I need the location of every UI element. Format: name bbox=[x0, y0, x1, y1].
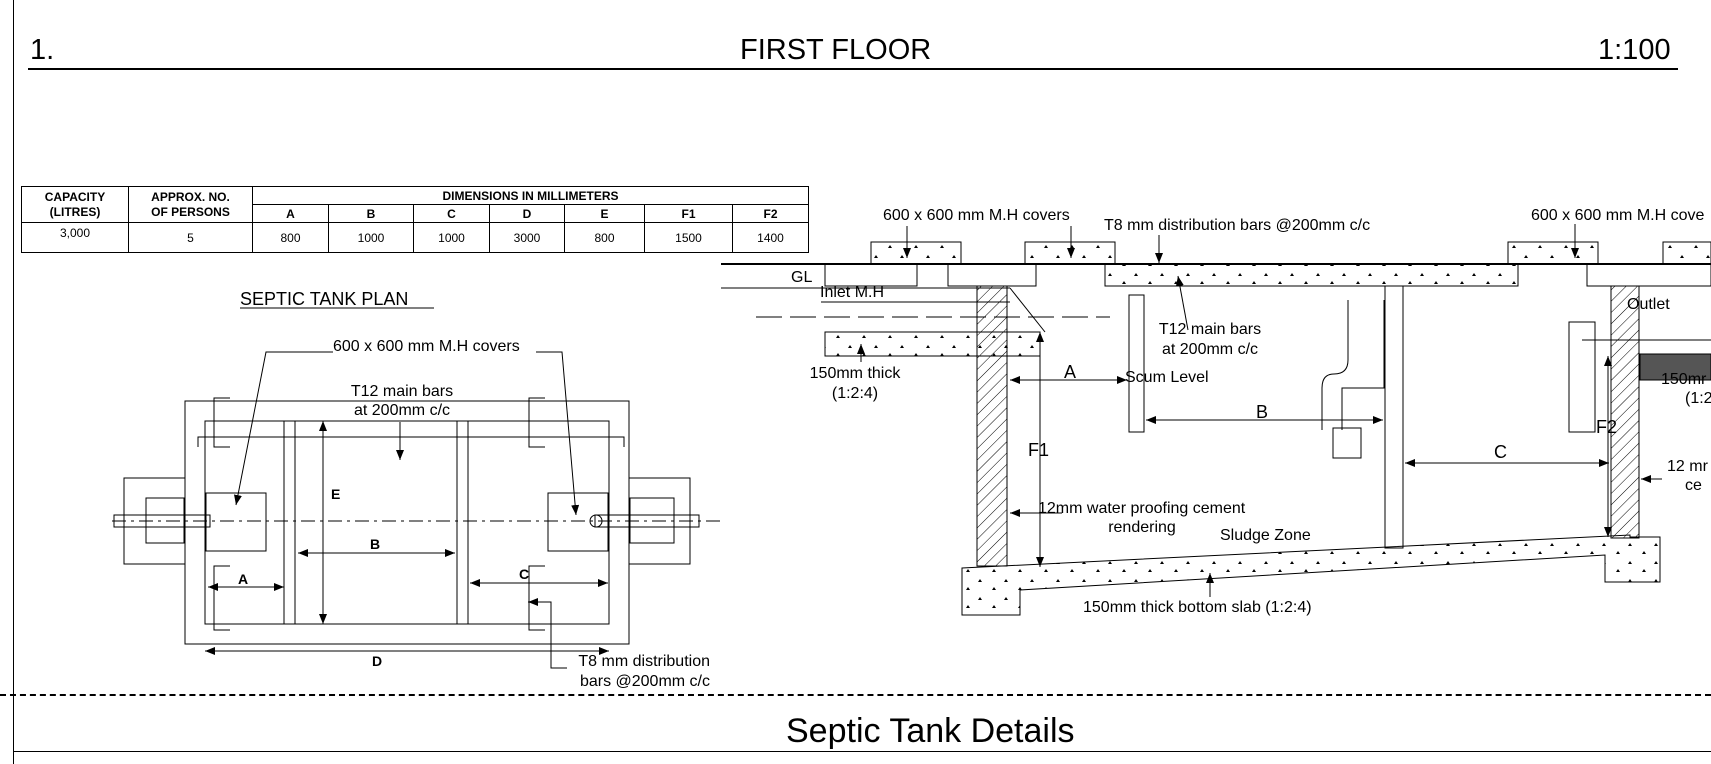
section-main-bars-line2: at 200mm c/c bbox=[1162, 341, 1258, 358]
dimensions-table: CAPACITY (LITRES) APPROX. NO. OF PERSONS… bbox=[21, 186, 809, 253]
col-f2-header: F2 bbox=[732, 204, 809, 223]
section-mh-covers-right: 600 x 600 mm M.H cove bbox=[1531, 207, 1705, 224]
drawing-scale: 1:100 bbox=[1598, 34, 1671, 66]
plan-label-d: D bbox=[372, 653, 382, 669]
section-dist-bars-label: T8 mm distribution bars @200mm c/c bbox=[1104, 217, 1370, 234]
section-top-slab bbox=[1104, 263, 1519, 287]
dimensions-header: DIMENSIONS IN MILLIMETERS bbox=[252, 186, 809, 205]
section-scum-label: Scum Level bbox=[1125, 369, 1209, 386]
section-divider bbox=[0, 694, 1711, 696]
frame-border bbox=[13, 0, 14, 764]
plan-title: SEPTIC TANK PLAN bbox=[240, 289, 408, 309]
section-bottom-slab-label: 150mm thick bottom slab (1:2:4) bbox=[1083, 599, 1312, 616]
persons-value: 5 bbox=[128, 222, 253, 253]
plan-label-b: B bbox=[370, 536, 380, 552]
value-c: 1000 bbox=[413, 222, 490, 253]
plan-dist-bars-line1: T8 mm distribution bbox=[578, 653, 710, 670]
plan-main-bar bbox=[197, 436, 625, 447]
septic-tank-plan: SEPTIC TANK PLAN bbox=[112, 289, 720, 669]
section-inlet-slab bbox=[824, 263, 918, 287]
plan-mh-leader-left bbox=[233, 351, 333, 506]
section-left-wall bbox=[976, 285, 1008, 567]
section-right-slab-line1: 150mr bbox=[1661, 371, 1707, 388]
section-outlet-slab bbox=[1586, 263, 1711, 287]
section-elbow-outlet bbox=[1332, 427, 1362, 459]
plan-label-a: A bbox=[238, 571, 248, 587]
section-label-f2: F2 bbox=[1596, 417, 1617, 437]
section-middle-wall bbox=[1384, 285, 1404, 549]
capacity-value: 3,000 bbox=[21, 222, 129, 253]
section-label-a: A bbox=[1064, 362, 1076, 382]
value-f2: 1400 bbox=[732, 222, 809, 253]
section-slab-thick-line2: (1:2:4) bbox=[832, 385, 878, 402]
section-mh-cover-2 bbox=[1024, 241, 1116, 265]
section-mh-cover-3 bbox=[1507, 241, 1599, 265]
section-slab-2 bbox=[947, 263, 1037, 287]
plan-inner-wall bbox=[204, 420, 610, 625]
section-gl-label: GL bbox=[791, 269, 812, 286]
section-outlet-label: Outlet bbox=[1627, 296, 1670, 313]
section-slab-thick-line1: 150mm thick bbox=[810, 365, 902, 382]
section-label-b: B bbox=[1256, 402, 1268, 422]
plan-mh-leader-right bbox=[536, 351, 580, 516]
section-label-c: C bbox=[1494, 442, 1507, 462]
plan-right-manhole bbox=[547, 492, 609, 552]
plan-dist-bars-line2: bars @200mm c/c bbox=[580, 673, 710, 690]
section-main-bars-leader bbox=[1175, 275, 1189, 331]
section-right-wall bbox=[1610, 285, 1640, 539]
sheet-title: Septic Tank Details bbox=[786, 712, 1075, 750]
plan-label-c: C bbox=[519, 566, 529, 582]
section-waterproof-line2: rendering bbox=[1108, 519, 1176, 536]
section-right-slab-line2: (1:2 bbox=[1685, 390, 1711, 407]
section-label-f1: F1 bbox=[1028, 440, 1049, 460]
septic-tank-section bbox=[721, 224, 1711, 616]
section-inlet-label: Inlet M.H bbox=[820, 284, 884, 301]
section-sludge-label: Sludge Zone bbox=[1220, 527, 1311, 544]
section-elbow-pipe bbox=[1321, 300, 1349, 430]
plan-main-bars-line2: at 200mm c/c bbox=[354, 402, 450, 419]
drawing-title: FIRST FLOOR bbox=[740, 34, 932, 66]
value-d: 3000 bbox=[489, 222, 565, 253]
drawing-number: 1. bbox=[30, 34, 55, 66]
plan-label-e: E bbox=[331, 486, 340, 502]
value-b: 1000 bbox=[328, 222, 414, 253]
section-outlet-tee bbox=[1568, 321, 1596, 433]
plan-dist-bars-leader bbox=[528, 598, 567, 669]
section-mh-cover-1 bbox=[870, 241, 962, 265]
header-underline bbox=[28, 68, 1678, 70]
value-f1: 1500 bbox=[644, 222, 733, 253]
value-e: 800 bbox=[564, 222, 645, 253]
section-main-bars-line1: T12 main bars bbox=[1159, 321, 1261, 338]
section-outlet-slab-fill bbox=[1639, 353, 1711, 381]
section-bottom-slab bbox=[961, 534, 1661, 616]
plan-main-bars-line1: T12 main bars bbox=[351, 383, 453, 400]
section-right-rendering-line1: 12 mr bbox=[1667, 458, 1709, 475]
plan-left-manhole bbox=[205, 492, 267, 552]
section-inlet-thick-slab bbox=[824, 331, 1041, 357]
capacity-header: CAPACITY (LITRES) bbox=[21, 186, 129, 223]
section-right-rendering-line2: ce bbox=[1685, 477, 1702, 494]
section-scum-baffle bbox=[1128, 294, 1145, 433]
section-waterproof-line1: 12mm water proofing cement bbox=[1038, 500, 1246, 517]
section-mh-cover-4 bbox=[1662, 241, 1711, 265]
plan-mh-covers-label: 600 x 600 mm M.H covers bbox=[333, 338, 520, 355]
section-mh-covers-left: 600 x 600 mm M.H covers bbox=[883, 207, 1070, 224]
footer-border bbox=[13, 751, 1711, 752]
